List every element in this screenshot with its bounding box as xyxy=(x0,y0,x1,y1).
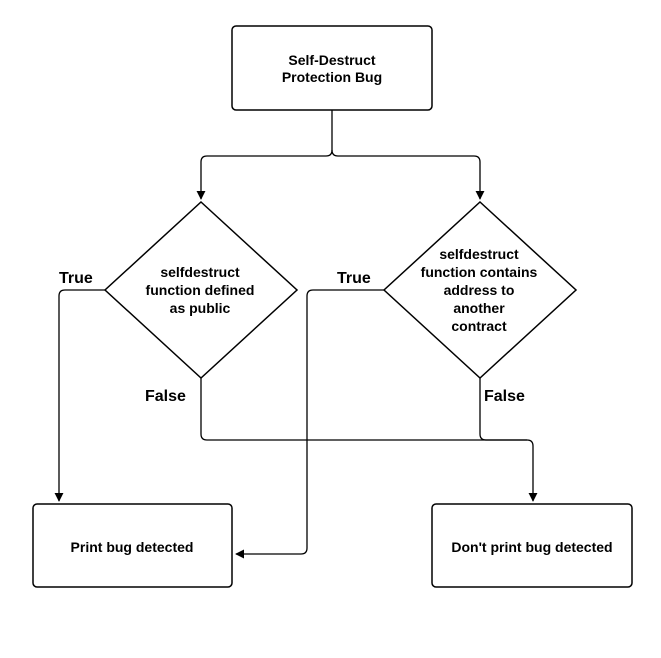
connector-root-to-left-decision xyxy=(196,110,333,200)
connector-right-false xyxy=(479,378,527,441)
result-left-node: Print bug detected xyxy=(32,503,233,588)
root-node-line-2: Protection Bug xyxy=(282,69,382,85)
decision-right-line-5: contract xyxy=(451,318,507,334)
result-right-node: Don't print bug detected xyxy=(431,503,633,588)
label-left-false: False xyxy=(145,388,186,405)
root-node: Self-Destruct Protection Bug xyxy=(231,25,433,111)
connector-left-true xyxy=(54,289,105,502)
label-left-true: True xyxy=(59,270,93,287)
label-right-true: True xyxy=(337,270,371,287)
decision-right-line-3: address to xyxy=(444,282,515,298)
decision-left-line-3: as public xyxy=(170,300,231,316)
decision-right-line-4: another xyxy=(453,300,505,316)
decision-left-line-2: function defined xyxy=(146,282,255,298)
decision-right-line-2: function contains xyxy=(421,264,538,280)
decision-right-node: selfdestruct function contains address t… xyxy=(382,200,578,380)
decision-left-line-1: selfdestruct xyxy=(160,264,240,280)
connector-left-false xyxy=(200,378,538,502)
result-right-label: Don't print bug detected xyxy=(451,539,612,555)
decision-left-node: selfdestruct function defined as public xyxy=(103,200,299,380)
root-node-line-1: Self-Destruct xyxy=(288,52,375,68)
connector-root-to-right-decision xyxy=(331,149,485,200)
label-right-false: False xyxy=(484,388,525,405)
connector-right-true xyxy=(235,289,384,559)
decision-right-line-1: selfdestruct xyxy=(439,246,519,262)
result-left-label: Print bug detected xyxy=(71,539,194,555)
